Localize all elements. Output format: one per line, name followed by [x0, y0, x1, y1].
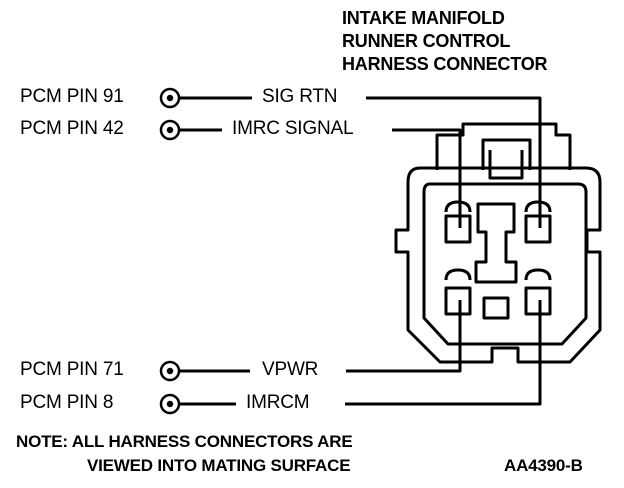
pcm-pin-label-8: PCM PIN 8 [20, 392, 114, 413]
pcm-pin-label-91: PCM PIN 91 [20, 86, 124, 107]
note-line-1: NOTE: ALL HARNESS CONNECTORS ARE [16, 432, 353, 451]
signal-label-imrcm: IMRCM [246, 392, 310, 413]
connector-key [474, 202, 518, 284]
terminal-top-left [444, 200, 472, 244]
signal-label-vpwr: VPWR [262, 359, 319, 380]
pcm-pin-label-42: PCM PIN 42 [20, 118, 124, 139]
wire-imrcm [345, 300, 542, 406]
connector-latch-slot [488, 150, 524, 180]
terminal-top-right [524, 200, 552, 244]
connector-title-line-1: INTAKE MANIFOLD [342, 8, 505, 28]
signal-label-sig-rtn: SIG RTN [262, 86, 338, 107]
signal-label-imrc-signal: IMRC SIGNAL [232, 118, 354, 139]
connector-latch-inner [481, 138, 532, 170]
connector-inner-wall [422, 182, 588, 346]
figure-id: AA4390-B [504, 456, 583, 475]
pcm-pin-label-71: PCM PIN 71 [20, 359, 124, 380]
connector-title-line-3: HARNESS CONNECTOR [342, 54, 548, 74]
wire-imrc-signal [392, 128, 462, 228]
terminal-bottom-left [444, 268, 472, 316]
wires [179, 96, 542, 406]
pin-circles [159, 87, 181, 415]
harness-connector [394, 122, 602, 364]
connector-title-line-2: RUNNER CONTROL [342, 31, 511, 51]
terminal-bottom-right [524, 268, 552, 316]
connector-key-slot [482, 296, 510, 320]
wire-sig-rtn [366, 96, 542, 228]
wire-vpwr [346, 300, 462, 373]
connector-latch [435, 122, 572, 170]
connector-shell [394, 166, 602, 364]
note-line-2: VIEWED INTO MATING SURFACE [87, 456, 351, 475]
